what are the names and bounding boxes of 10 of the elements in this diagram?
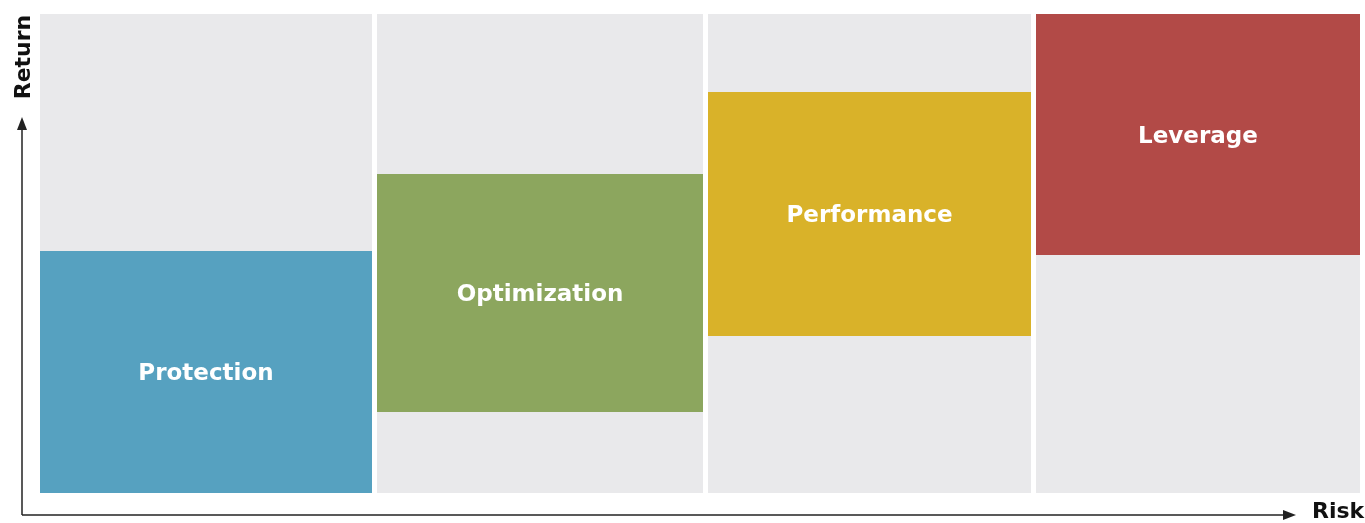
axis-title: Return bbox=[9, 14, 35, 100]
category-box bbox=[708, 92, 1031, 336]
category-box bbox=[1036, 14, 1360, 255]
axis-title: Risk bbox=[1312, 498, 1365, 523]
category-box bbox=[40, 251, 372, 493]
category-box bbox=[377, 174, 703, 412]
category-label: Optimization bbox=[456, 280, 624, 306]
category-label: Performance bbox=[786, 201, 953, 227]
category-label: Leverage bbox=[1138, 121, 1258, 148]
category-label: Protection bbox=[138, 359, 274, 385]
